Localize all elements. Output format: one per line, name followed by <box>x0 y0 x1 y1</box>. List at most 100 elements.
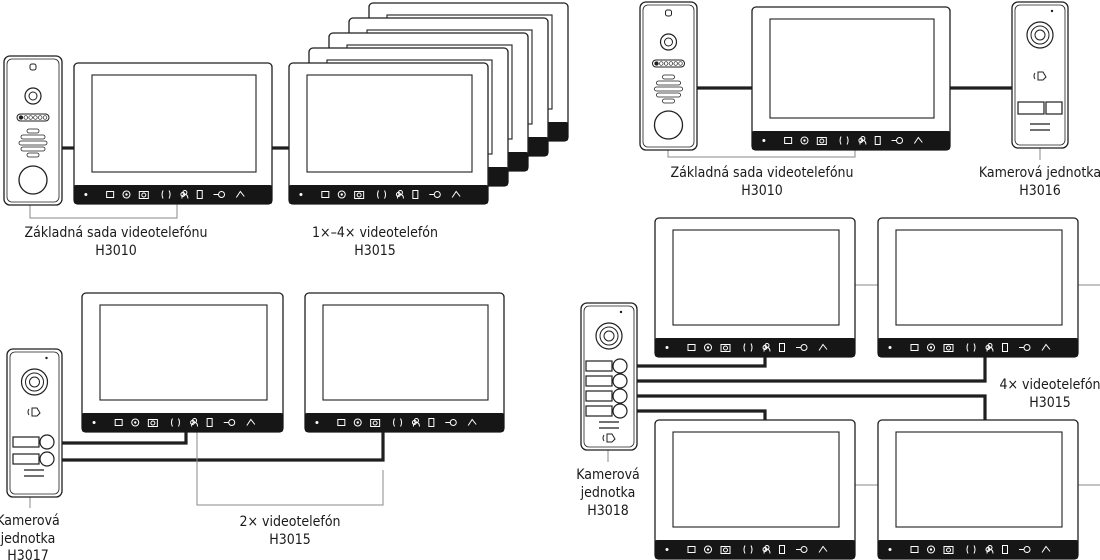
camera-lens <box>150 420 156 426</box>
dot <box>84 193 88 196</box>
call-button <box>39 434 55 450</box>
monitor-screen <box>769 18 935 119</box>
gear-icon <box>131 418 140 427</box>
camera-unit-inner <box>583 305 635 448</box>
dot <box>888 346 892 349</box>
person-head <box>182 190 188 195</box>
person-icon <box>762 545 771 554</box>
handset-icon <box>913 136 923 144</box>
door-icon <box>206 418 213 427</box>
gear-icon <box>353 418 362 427</box>
gear-center <box>340 193 343 196</box>
dot <box>665 548 669 551</box>
call-button <box>612 403 628 419</box>
gear-icon <box>927 343 935 352</box>
camera-lens-ring <box>599 326 619 346</box>
camera-lens-inner <box>603 330 615 342</box>
key-ring <box>1023 546 1031 553</box>
led-dot <box>888 548 892 551</box>
signal-icon <box>743 545 753 554</box>
ir-led <box>23 115 28 120</box>
gear-icon <box>704 545 712 554</box>
camera-unit <box>6 348 63 498</box>
camera-lens <box>819 138 825 144</box>
camera-icon <box>720 546 731 554</box>
monitor-screen <box>91 74 257 173</box>
door-station-outer <box>3 55 63 206</box>
dot <box>665 346 669 349</box>
label-base-model: H3010 <box>95 243 137 259</box>
key-ring <box>800 344 808 351</box>
monitor-button-bar <box>878 540 1078 559</box>
brightness-icon <box>321 191 330 198</box>
handset-icon <box>235 190 245 198</box>
person-head <box>397 190 403 195</box>
label-base-model: H3010 <box>741 183 783 199</box>
door-icon <box>196 190 203 199</box>
door-icon <box>412 190 419 199</box>
signal-icon <box>743 545 753 554</box>
video-monitor <box>304 292 505 433</box>
ir-led <box>659 61 664 66</box>
door-icon <box>1002 343 1008 352</box>
signal-icon <box>743 343 753 352</box>
key-ring <box>800 546 808 553</box>
camera-unit-outer <box>1011 1 1069 149</box>
person-icon <box>985 343 994 352</box>
brightness-icon <box>784 137 793 144</box>
gear-icon <box>122 190 131 199</box>
camera-unit-outer <box>6 348 63 498</box>
dot <box>315 421 319 424</box>
camera-lens-inner <box>29 376 40 388</box>
camera-lens-icon <box>659 33 678 51</box>
person-head <box>192 418 198 423</box>
dot <box>888 548 892 551</box>
speaker-grille <box>656 80 681 86</box>
ir-led <box>663 61 669 66</box>
cable <box>62 432 188 445</box>
camera-icon <box>816 137 827 145</box>
handset-icon <box>818 545 828 553</box>
cable <box>637 409 767 420</box>
person-head <box>987 545 993 550</box>
brightness-icon <box>687 546 696 553</box>
brightness-icon <box>106 191 115 198</box>
signal-icon <box>161 190 171 199</box>
camera-lens-ring <box>25 372 44 392</box>
rfid-reader-icon <box>1033 71 1047 81</box>
brightness-icon <box>910 344 919 351</box>
brightness-icon <box>910 546 919 553</box>
call-button <box>612 358 628 374</box>
label-monitors: 2× videotelefón <box>239 514 340 530</box>
label-camera-model: H3017 <box>7 548 49 560</box>
door-icon <box>779 343 785 352</box>
monitor-screen <box>322 304 489 401</box>
monitor-screen <box>672 431 840 528</box>
name-tag <box>585 360 613 372</box>
name-tag <box>12 436 40 448</box>
label-base-set: Základná sada videotelefónu <box>671 165 854 181</box>
label-camera: Kamerová jednotka <box>979 165 1100 181</box>
handset-icon <box>913 136 923 144</box>
call-button <box>612 373 628 389</box>
door-station-outer <box>639 1 698 151</box>
person-head <box>764 545 770 550</box>
cable <box>62 432 385 462</box>
camera-icon <box>943 344 954 352</box>
brightness-icon <box>687 344 696 351</box>
handset-icon <box>235 190 245 198</box>
monitor-button-bar <box>305 413 504 432</box>
camera-unit-inner <box>1014 4 1066 146</box>
person-head <box>413 418 419 423</box>
label-monitors-model: H3015 <box>269 532 311 548</box>
led-dot <box>92 421 96 424</box>
gear-center <box>356 421 359 424</box>
label-camera-model: H3018 <box>587 503 629 519</box>
handset-icon <box>818 343 828 351</box>
camera-lens <box>946 345 951 351</box>
dot <box>92 421 96 424</box>
label-base-set: Základná sada videotelefónu <box>25 225 208 241</box>
ir-led <box>678 61 683 66</box>
cable <box>637 357 987 383</box>
labels: Základná sada videotelefónu H3010 1×–4× … <box>0 165 1100 560</box>
